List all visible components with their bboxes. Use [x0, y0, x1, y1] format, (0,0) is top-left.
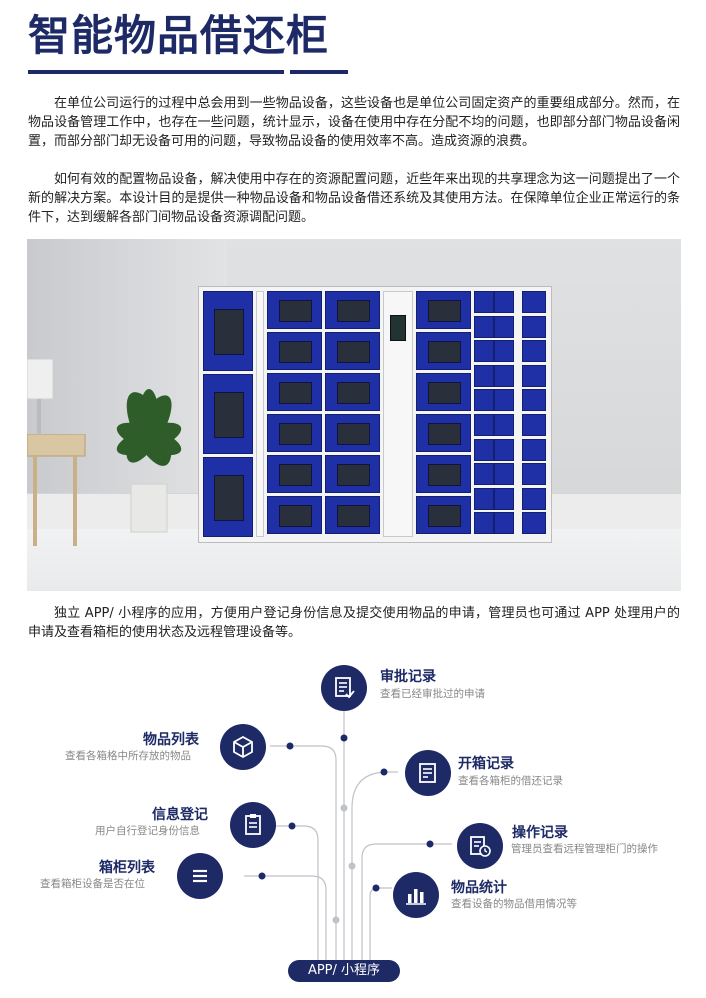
locker-door: [522, 487, 546, 510]
locker-door: [494, 414, 514, 436]
locker-door: [267, 414, 322, 452]
locker-panel: [256, 291, 264, 537]
locker-door: [522, 340, 546, 363]
locker-door: [267, 291, 322, 329]
potted-plant: [116, 389, 182, 533]
locker-door: [416, 455, 471, 493]
locker-door: [522, 364, 546, 387]
title-underline: [28, 70, 284, 74]
locker-door: [325, 414, 380, 452]
locker-door: [325, 496, 380, 534]
ops-title: 操作记录: [512, 825, 568, 841]
locker-door: [474, 389, 494, 412]
register-icon: [230, 802, 276, 848]
intro-paragraph-3: 独立 APP/ 小程序的应用，方便用户登记身份信息及提交使用物品的申请，管理员也…: [28, 606, 680, 640]
locker-door: [325, 332, 380, 370]
locker-door: [267, 332, 322, 370]
open-title: 开箱记录: [458, 756, 514, 772]
register-desc: 用户自行登记身份信息: [95, 825, 200, 837]
register-title: 信息登记: [152, 807, 208, 823]
locker-door: [522, 315, 546, 338]
locker-door: [267, 373, 322, 411]
cabinets-title: 箱柜列表: [99, 860, 155, 876]
stats-desc: 查看设备的物品借用情况等: [451, 898, 577, 910]
locker-door: [474, 364, 494, 387]
locker-door: [416, 291, 471, 329]
intro-paragraph-2: 如何有效的配置物品设备，解决使用中存在的资源配置问题，近些年来出现的共享理念为这…: [28, 172, 680, 225]
approval-icon: [321, 665, 367, 711]
locker-door: [494, 291, 514, 313]
locker-door: [522, 463, 546, 486]
ops-record-icon: [457, 823, 503, 869]
locker-door: [325, 291, 380, 329]
items-desc: 查看各箱格中所存放的物品: [65, 750, 191, 762]
locker-door: [474, 414, 494, 436]
locker-door: [267, 455, 322, 493]
locker-door: [494, 463, 514, 486]
locker-door: [522, 291, 546, 313]
open-desc: 查看各箱柜的借还记录: [458, 775, 563, 787]
ops-desc: 管理员查看远程管理柜门的操作: [511, 843, 658, 855]
locker-cabinet: [198, 286, 552, 543]
locker-door: [474, 438, 494, 461]
title-underline-dash: [290, 70, 348, 74]
locker-door: [474, 463, 494, 486]
connector-lines: [244, 690, 452, 970]
locker-door: [494, 315, 514, 338]
locker-photo: [27, 239, 681, 591]
locker-door: [494, 389, 514, 412]
locker-door: [494, 438, 514, 461]
open-record-icon: [405, 750, 451, 796]
stats-title: 物品统计: [451, 880, 507, 896]
locker-door: [494, 364, 514, 387]
locker-door: [474, 340, 494, 363]
touch-screen: [390, 315, 406, 341]
locker-door: [522, 414, 546, 436]
lamp: [27, 359, 54, 435]
locker-door: [203, 457, 253, 537]
locker-door: [416, 332, 471, 370]
locker-door: [522, 389, 546, 412]
items-title: 物品列表: [143, 732, 199, 748]
locker-door: [416, 414, 471, 452]
page-title: 智能物品借还柜: [28, 11, 330, 60]
locker-door: [494, 340, 514, 363]
locker-door: [474, 291, 494, 313]
approval-title: 审批记录: [380, 669, 436, 685]
cube-icon: [220, 724, 266, 770]
locker-door: [494, 512, 514, 535]
locker-door: [416, 496, 471, 534]
locker-door: [203, 374, 253, 454]
locker-door: [325, 373, 380, 411]
intro-paragraph-1: 在单位公司运行的过程中总会用到一些物品设备，这些设备也是单位公司固定资产的重要组…: [28, 96, 680, 149]
side-table: [27, 434, 86, 546]
locker-door: [267, 496, 322, 534]
locker-door: [474, 315, 494, 338]
bar-chart-icon: [393, 872, 439, 918]
locker-door: [522, 512, 546, 535]
locker-door: [325, 455, 380, 493]
app-badge: APP/ 小程序: [288, 960, 400, 982]
approval-desc: 查看已经审批过的申请: [380, 688, 485, 700]
locker-door: [474, 487, 494, 510]
locker-door: [416, 373, 471, 411]
locker-door: [203, 291, 253, 371]
list-icon: [177, 853, 223, 899]
locker-door: [522, 438, 546, 461]
cabinets-desc: 查看箱柜设备是否在位: [40, 878, 145, 890]
locker-door: [474, 512, 494, 535]
locker-door: [494, 487, 514, 510]
